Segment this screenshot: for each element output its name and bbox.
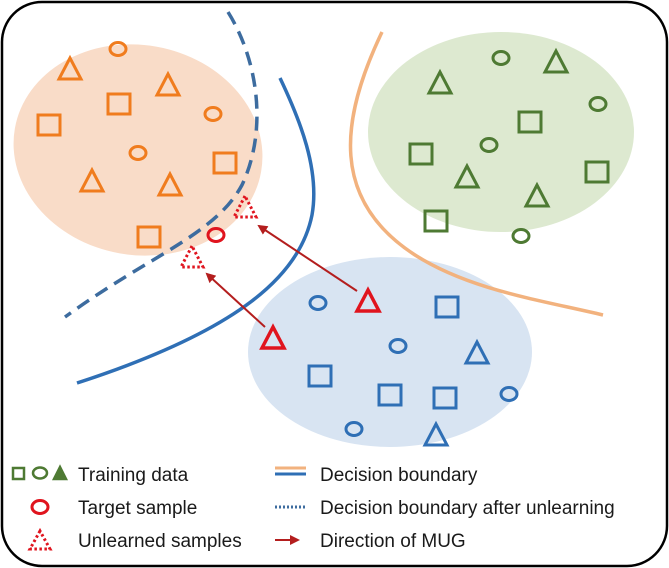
green-square	[408, 142, 434, 166]
orange-training-samples	[36, 41, 238, 249]
unlearned-triangle	[231, 192, 259, 219]
legend-training-data-label: Training data	[78, 465, 189, 486]
orange-square	[136, 225, 162, 249]
green-circle	[588, 96, 608, 112]
mug-direction-arrows	[205, 224, 358, 328]
decision-boundary-orange	[348, 31, 604, 317]
blue-triangle	[422, 420, 450, 447]
green-square	[584, 160, 610, 184]
orange-square	[106, 92, 132, 116]
orange-circle	[128, 145, 148, 161]
green-cluster-region	[368, 32, 634, 232]
red-triangle	[259, 323, 287, 350]
legend-dotted-triangle-icon	[27, 527, 53, 551]
legend-decision-boundary-after-label: Decision boundary after unlearning	[320, 498, 615, 519]
legend-target-sample-label: Target sample	[78, 498, 197, 519]
orange-triangle	[56, 54, 84, 81]
legend-decision-boundary-label: Decision boundary	[320, 465, 478, 486]
orange-cluster-region	[13, 44, 263, 256]
blue-cluster-region	[248, 257, 532, 447]
blue-square	[432, 386, 458, 410]
blue-circle	[344, 421, 364, 437]
unlearned-samples	[178, 192, 259, 269]
green-triangle	[426, 68, 454, 95]
blue-training-samples	[307, 295, 519, 447]
blue-square	[434, 295, 460, 319]
blue-circle	[308, 295, 328, 311]
legend: Training data Target sample Unlearned sa…	[11, 464, 615, 552]
square-icon	[11, 466, 26, 481]
triangle-icon	[51, 464, 69, 481]
blue-triangle	[463, 338, 491, 365]
mug-arrow	[257, 224, 358, 292]
mug-arrow	[205, 272, 266, 328]
green-triangle	[453, 162, 481, 189]
red-triangle	[354, 286, 382, 313]
green-circle	[491, 50, 511, 66]
orange-square	[36, 113, 62, 137]
green-triangle	[523, 181, 551, 208]
green-training-samples	[408, 47, 610, 244]
legend-training-icons	[11, 464, 69, 481]
green-circle	[479, 137, 499, 153]
orange-triangle	[154, 70, 182, 97]
target-sample	[206, 227, 226, 243]
orange-circle	[108, 41, 128, 57]
decision-boundary-blue	[76, 77, 316, 385]
unlearned-triangle	[178, 242, 206, 269]
source-red-samples	[259, 286, 382, 350]
legend-target-circle-icon	[30, 499, 50, 515]
green-circle	[511, 228, 531, 244]
legend-unlearned-samples-label: Unlearned samples	[78, 531, 242, 552]
blue-circle	[388, 338, 408, 354]
green-triangle	[542, 47, 570, 74]
blue-circle	[499, 386, 519, 402]
blue-square	[307, 364, 333, 388]
orange-square	[212, 151, 238, 175]
legend-direction-label: Direction of MUG	[320, 531, 466, 552]
green-square	[423, 209, 449, 233]
circle-icon	[31, 466, 49, 480]
decision-boundary-after-unlearning	[63, 11, 259, 319]
orange-triangle	[156, 170, 184, 197]
orange-circle	[203, 106, 223, 122]
green-square	[517, 110, 543, 134]
blue-square	[377, 383, 403, 407]
orange-triangle	[78, 166, 106, 193]
